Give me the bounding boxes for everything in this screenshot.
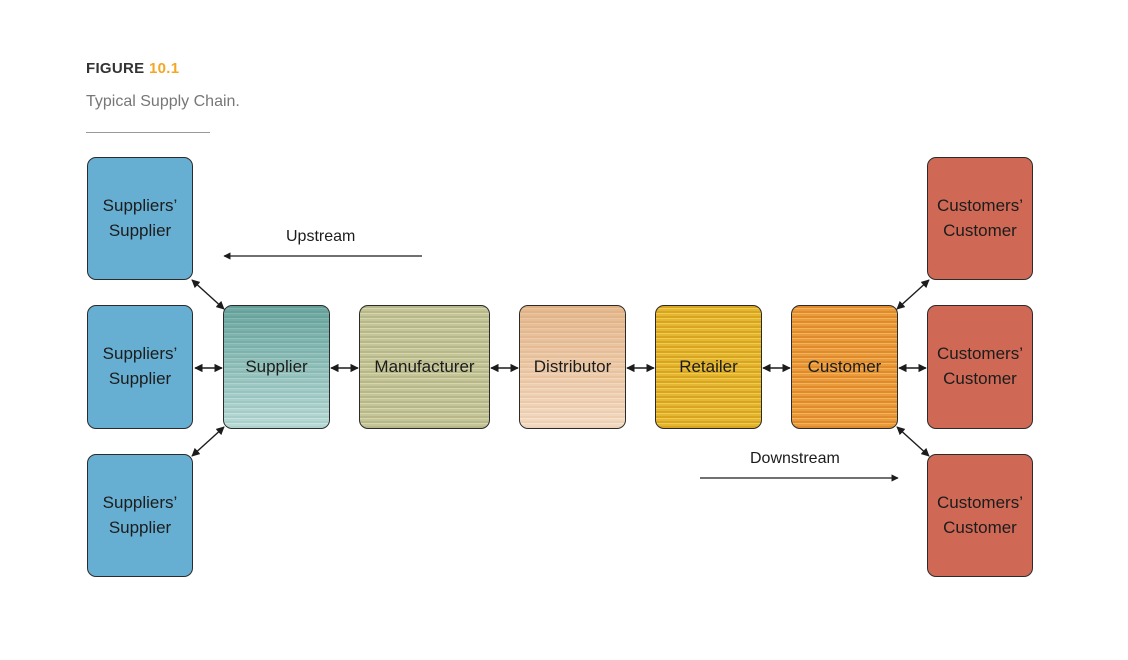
customers-customer-middle: Customers’ Customer (927, 305, 1033, 429)
caption-divider (86, 132, 210, 133)
node-label: Customers’ Customer (937, 344, 1023, 388)
connector-ss1-supplier (191, 279, 225, 310)
connector-customer-cc3 (896, 426, 930, 457)
connector-ss3-supplier (191, 426, 225, 457)
distributor-node: Distributor (519, 305, 626, 429)
customers-customer-bottom: Customers’ Customer (927, 454, 1033, 577)
connector-customer-cc1 (896, 279, 930, 310)
suppliers-supplier-bottom: Suppliers’ Supplier (87, 454, 193, 577)
node-label: Distributor (533, 356, 612, 376)
manufacturer-node: Manufacturer (359, 305, 490, 429)
suppliers-supplier-middle: Suppliers’ Supplier (87, 305, 193, 429)
suppliers-supplier-top: Suppliers’ Supplier (87, 157, 193, 280)
customers-customer-top: Customers’ Customer (927, 157, 1033, 280)
retailer-node: Retailer (655, 305, 762, 429)
figure-label: FIGURE (86, 60, 145, 77)
supplier-node: Supplier (223, 305, 330, 429)
node-label: Manufacturer (374, 356, 475, 376)
downstream-label: Downstream (750, 450, 840, 467)
figure-number: 10.1 (148, 60, 180, 77)
figure-header: FIGURE 10.1 (86, 60, 179, 77)
figure-caption: Typical Supply Chain. (86, 93, 240, 110)
node-label: Supplier (245, 356, 308, 376)
node-label: Suppliers’ Supplier (102, 492, 178, 537)
node-label: Suppliers’ Supplier (102, 195, 178, 240)
node-label: Customers’ Customer (937, 492, 1023, 537)
node-label: Customer (807, 356, 882, 376)
node-label: Retailer (679, 356, 738, 376)
customer-node: Customer (791, 305, 898, 429)
node-label: Customers’ Customer (937, 195, 1023, 240)
upstream-label: Upstream (286, 228, 356, 245)
node-label: Suppliers’ Supplier (102, 344, 178, 388)
